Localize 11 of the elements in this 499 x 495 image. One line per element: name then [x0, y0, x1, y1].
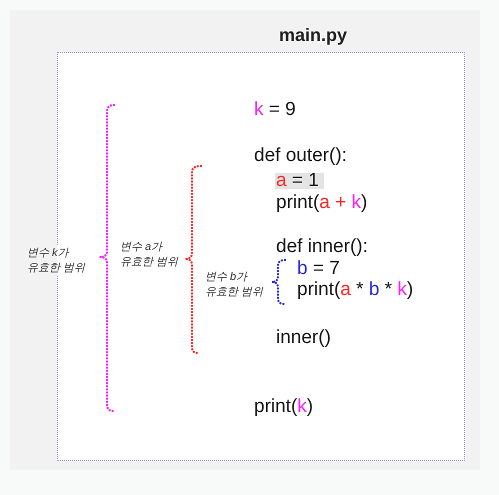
- code-line: b = 7: [297, 258, 340, 280]
- code-line: k = 9: [254, 99, 296, 121]
- code-line: def inner():: [276, 236, 368, 258]
- code-line: print(a * b * k): [297, 279, 414, 301]
- scope-label: 변수 b가 유효한 범위: [205, 270, 264, 300]
- code-line: def outer():: [254, 145, 347, 167]
- file-name: main.py: [279, 24, 348, 46]
- code-line: print(a + k): [276, 192, 368, 214]
- scope-label: 변수 a가 유효한 범위: [120, 240, 180, 270]
- code-line: inner(): [276, 327, 331, 349]
- code-line: print(k): [254, 396, 314, 418]
